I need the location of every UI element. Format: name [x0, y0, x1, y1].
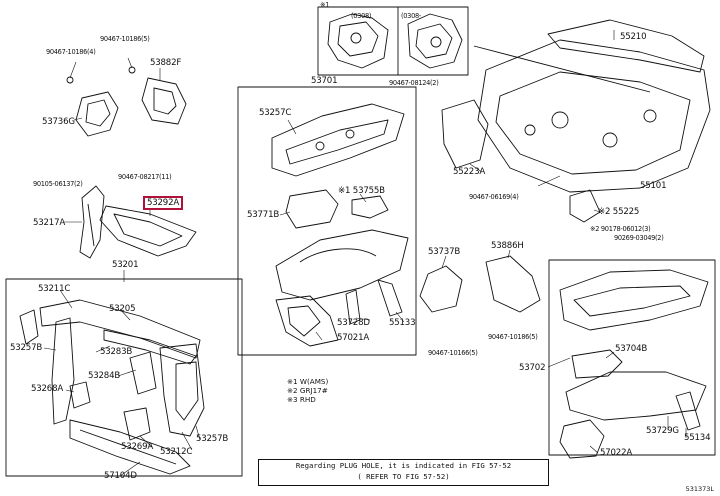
part-53728D-55133: [345, 279, 403, 325]
label-53211C: 53211C: [38, 284, 71, 294]
label-53882F: 53882F: [150, 58, 182, 68]
label-53201: 53201: [112, 260, 139, 270]
label-55223A: 55223A: [453, 167, 486, 177]
bolts-top-left: [66, 66, 136, 84]
legend-item-3: ※3 RHD: [287, 395, 316, 404]
label-90467-10186-4: 90467-10186(4): [46, 48, 96, 56]
apron-53702: [559, 269, 709, 331]
label-53292A: 53292A: [143, 196, 184, 210]
note-line-1: Regarding PLUG HOLE, it is indicated in …: [295, 461, 512, 470]
label-90105-06137: 90105-06137(2): [33, 180, 83, 188]
label-53737B: 53737B: [428, 247, 461, 257]
label-53755B: ※1 53755B: [338, 186, 385, 196]
label-90269-03049: 90269-03049(2): [614, 234, 664, 242]
label-53886H: 53886H: [491, 241, 524, 251]
label-53284B: 53284B: [88, 371, 121, 381]
label-53257B-right: 53257B: [196, 434, 229, 444]
part-53704B: [571, 349, 623, 379]
label-57021A: 57021A: [337, 333, 370, 343]
label-57104D: 57104D: [104, 471, 137, 481]
label-55133: 55133: [389, 318, 416, 328]
label-53212C: 53212C: [160, 447, 193, 457]
label-53771B: 53771B: [247, 210, 280, 220]
label-53728D: 53728D: [337, 318, 370, 328]
label-90467-06169: 90467-06169(4): [469, 193, 519, 201]
label-53217A: 53217A: [33, 218, 66, 228]
label-53205: 53205: [109, 304, 136, 314]
inset-part-left: [327, 13, 389, 69]
label-90467-10186-5-top: 90467-10186(5): [100, 35, 150, 43]
radiator-support-53205: [39, 299, 205, 437]
bracket-53882F: [141, 77, 187, 125]
label-53701: 53701: [311, 76, 338, 86]
label-53702: 53702: [519, 363, 546, 373]
label-90178-06012: ※2 90178-06012(3): [590, 225, 651, 233]
part-55223A: [441, 99, 489, 169]
part-53755B: [351, 195, 389, 219]
figure-code: 531373L: [685, 485, 714, 493]
legend-item-1: ※1 W(AMS): [287, 377, 329, 386]
inset-frame-1: [317, 6, 469, 76]
part-53771B: [285, 189, 339, 229]
label-53257B-left: 53257B: [10, 343, 43, 353]
label-inset-0308-: (0308-: [401, 12, 421, 20]
label-53729G: 53729G: [646, 426, 679, 436]
note-line-2: ( REFER TO FIG 57-52): [357, 472, 450, 481]
label-90467-08217: 90467-08217(11): [118, 173, 172, 181]
label-57022A: 57022A: [600, 448, 633, 458]
legend-item-2: ※2 GRJ17#: [287, 386, 328, 395]
label-90467-08124: 90467-08124(2): [389, 79, 439, 87]
apron-53701: [271, 103, 405, 177]
label-55210: 55210: [620, 32, 647, 42]
label-90467-10186-5-right: 90467-10186(5): [488, 333, 538, 341]
part-55134: [675, 391, 701, 431]
group-frame-53702: [548, 259, 716, 456]
label-53269A: 53269A: [121, 442, 154, 452]
dash-panel-55101: [477, 39, 711, 193]
label-55134: 55134: [684, 433, 711, 443]
group-frame-53701: [237, 86, 417, 356]
legend: ※1 W(AMS) ※2 GRJ17# ※3 RHD: [287, 377, 328, 404]
bracket-53736G: [75, 91, 119, 137]
part-57022A: [559, 419, 605, 459]
label-53704B: 53704B: [615, 344, 648, 354]
label-inset-0308: (0308): [351, 12, 372, 20]
dash-upper-55210: [473, 19, 705, 93]
label-55101: 55101: [640, 181, 667, 191]
label-53736G: 53736G: [42, 117, 75, 127]
label-53283B: 53283B: [100, 347, 133, 357]
wheelhouse-apron: [275, 229, 409, 301]
part-53737B: [419, 265, 463, 313]
part-57021A: [275, 295, 339, 347]
plug-hole-note: Regarding PLUG HOLE, it is indicated in …: [258, 459, 549, 486]
part-55225: [569, 189, 601, 223]
label-53257C: 53257C: [259, 108, 292, 118]
leader-lines: [43, 30, 687, 477]
wheelhouse-53702: [565, 371, 707, 421]
label-90467-10166: 90467-10166(5): [428, 349, 478, 357]
part-53886H: [485, 255, 541, 313]
part-53217A: [79, 185, 105, 259]
small-brackets-53201: [19, 309, 197, 441]
label-53268A: 53268A: [31, 384, 64, 394]
inset-part-right: [407, 13, 463, 69]
label-55225: ※2 55225: [598, 207, 640, 217]
part-53292A: [99, 205, 197, 257]
label-inset-mark: ※1: [320, 1, 330, 9]
